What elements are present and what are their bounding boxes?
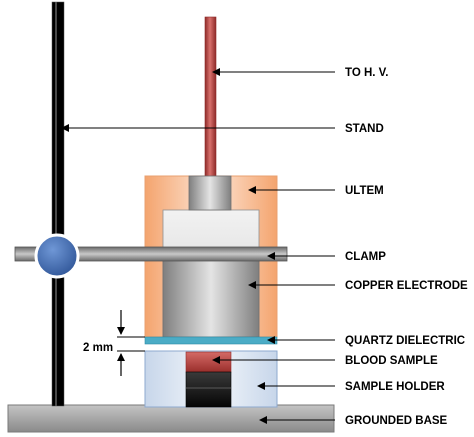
clamp-rod xyxy=(14,246,288,262)
quartz-dielectric xyxy=(144,336,278,345)
leader-arrows xyxy=(61,68,335,424)
label-hv: TO H. V. xyxy=(345,67,388,79)
holder-core xyxy=(185,371,232,408)
hv-rod xyxy=(204,16,217,180)
grounded-base xyxy=(7,404,335,433)
gap-indicator xyxy=(117,310,145,376)
label-clamp: CLAMP xyxy=(345,251,386,263)
label-stand: STAND xyxy=(345,123,384,135)
label-base: GROUNDED BASE xyxy=(345,415,448,427)
stand-rod-highlight xyxy=(55,2,57,406)
clamp-knob xyxy=(34,233,80,279)
gap-label: 2 mm xyxy=(83,342,113,354)
label-quartz: QUARTZ DIELECTRIC xyxy=(345,335,465,347)
hv-connector xyxy=(188,175,232,211)
label-blood: BLOOD SAMPLE xyxy=(345,355,438,367)
label-electrode: COPPER ELECTRODE xyxy=(345,280,468,292)
label-holder: SAMPLE HOLDER xyxy=(345,381,445,393)
copper-electrode xyxy=(162,257,260,338)
label-ultem: ULTEM xyxy=(345,185,384,197)
stand-rod xyxy=(51,1,65,407)
blood-sample xyxy=(185,351,232,373)
